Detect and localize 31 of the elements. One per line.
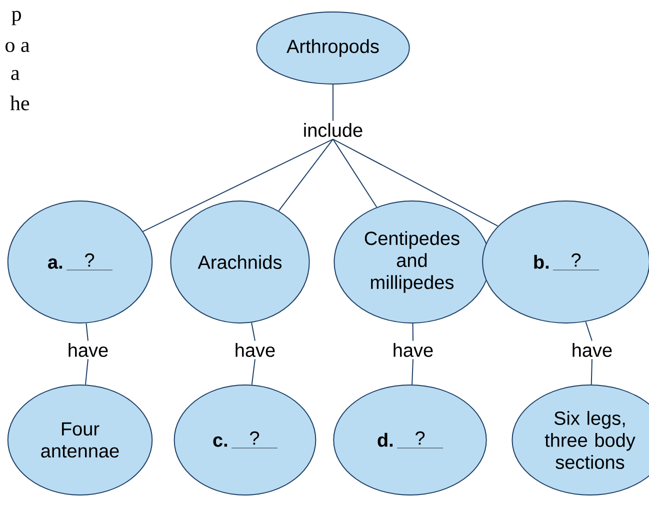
concept-oval: Centipedes and millipedes: [334, 200, 490, 324]
connector-line: [86, 322, 88, 342]
connector-line: [251, 322, 256, 342]
connector-line: [332, 84, 334, 122]
text-fragment: he: [10, 96, 30, 110]
connector-line: [278, 138, 334, 212]
connector-line: [332, 138, 498, 227]
concept-oval: Six legs, three body sections: [512, 384, 649, 496]
linking-word: have: [236, 343, 275, 357]
linking-word: include: [304, 123, 362, 137]
text-fragment: a: [11, 70, 20, 80]
concept-oval: Arachnids: [170, 200, 310, 324]
connector-line: [142, 138, 334, 232]
connector-line: [590, 358, 592, 385]
concept-oval: a. ?: [7, 200, 153, 324]
connector-line: [585, 321, 592, 342]
connector-line: [84, 358, 88, 386]
concept-oval: Four antennae: [7, 384, 153, 496]
connector-line: [251, 358, 256, 386]
concept-oval: c. ?: [174, 384, 316, 496]
text-fragment: o a: [6, 42, 30, 52]
linking-word: have: [394, 343, 433, 357]
linking-word: have: [572, 343, 612, 357]
concept-oval: d. ?: [333, 384, 487, 496]
text-fragment: p: [12, 10, 21, 26]
concept-oval: Arthropods: [256, 12, 410, 84]
connector-line: [412, 358, 414, 386]
connector-line: [332, 138, 378, 208]
connector-line: [412, 323, 414, 342]
concept-oval: b. ?: [482, 200, 649, 324]
linking-word: have: [68, 343, 108, 357]
